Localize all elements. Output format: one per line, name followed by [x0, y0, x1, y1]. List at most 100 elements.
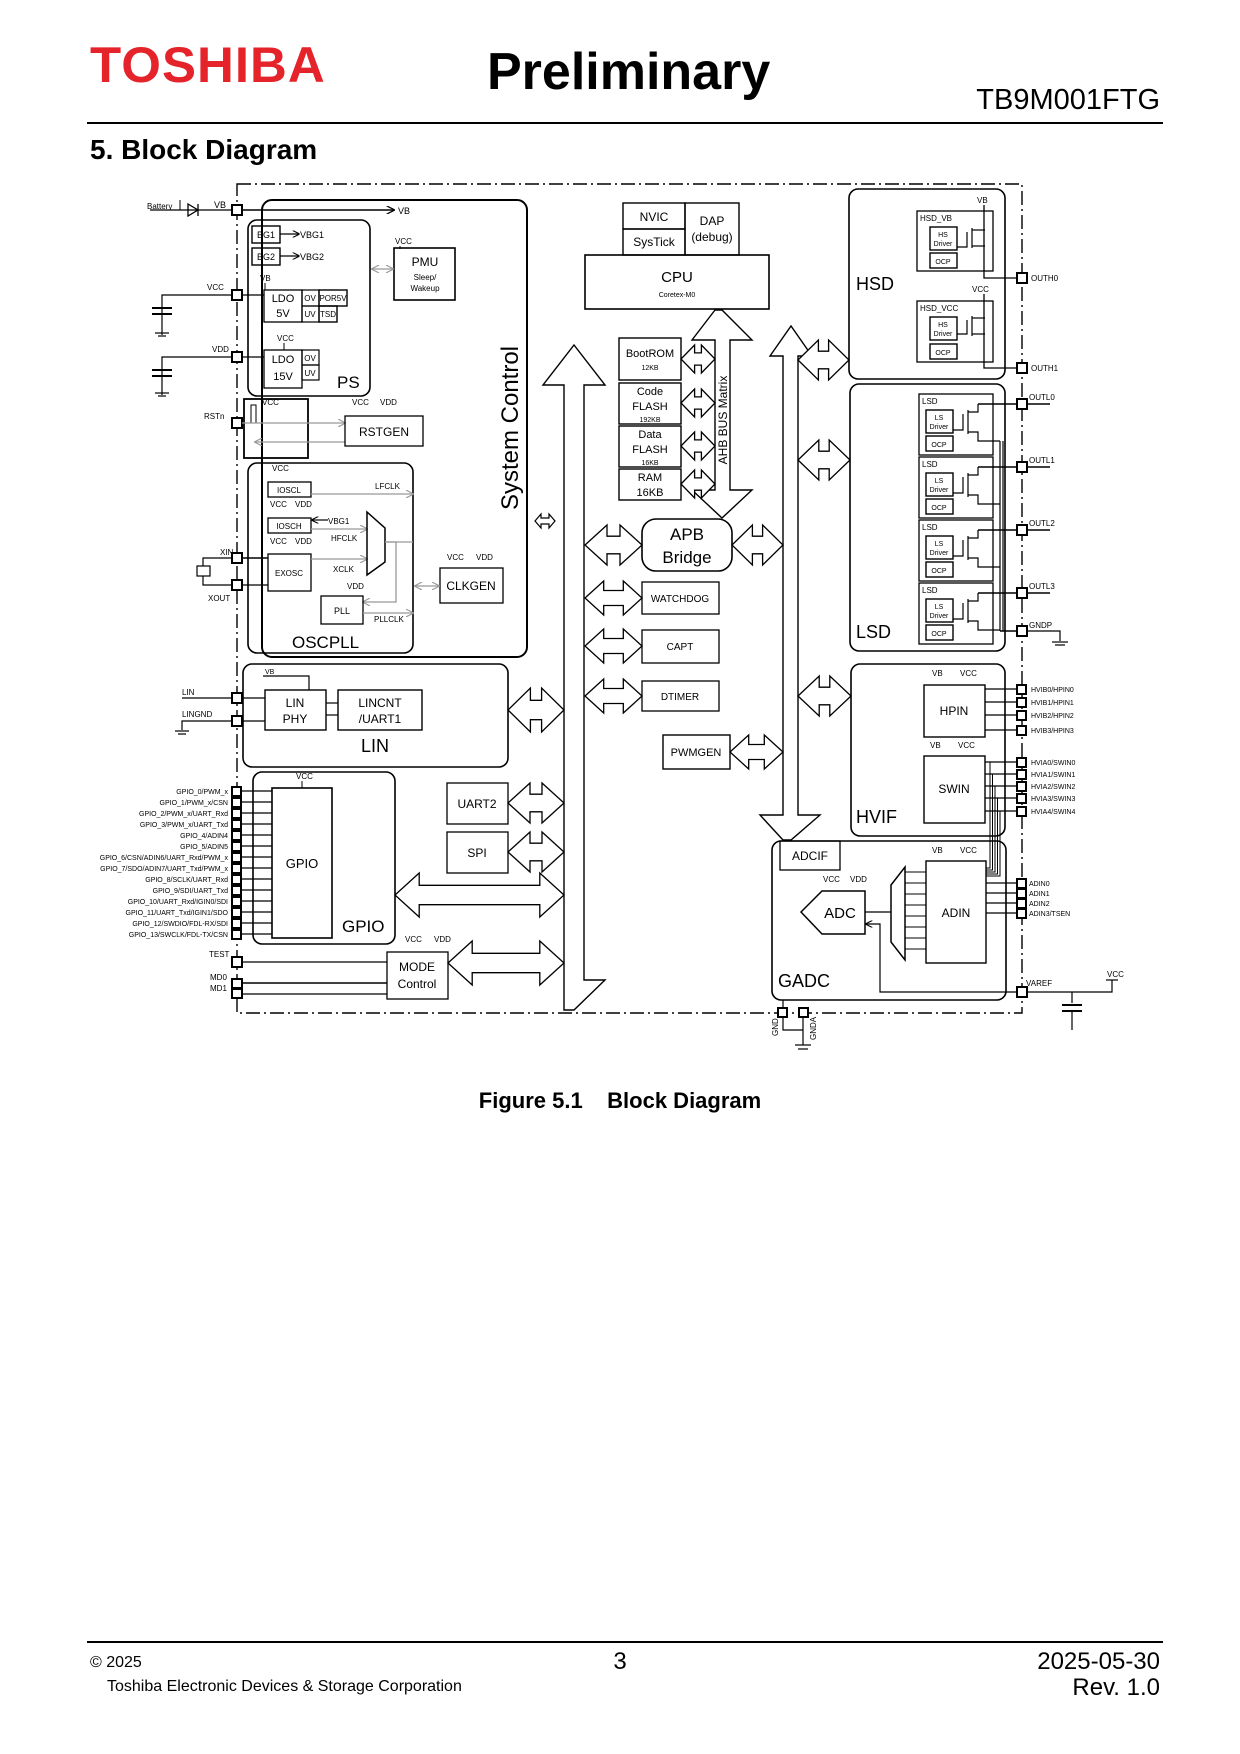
- apb-peripheral-arrow: [584, 579, 643, 617]
- lsd-block: LSD LSDLSDriverOCPLSDLSDriverOCPLSDLSDri…: [849, 383, 1022, 652]
- cpu-cluster: NVIC SysTick DAP (debug) CPU Coretex-M0: [584, 202, 770, 310]
- gpio-pin-label: GPIO_8/SCLK/UART_Rxd: [145, 877, 228, 884]
- figure-number: Figure 5.1: [478, 1088, 583, 1113]
- copyright: © 2025: [90, 1654, 142, 1671]
- swin-pad: [1016, 781, 1027, 792]
- lsd-label: LSD: [856, 622, 891, 642]
- dtimer-block: [641, 680, 720, 712]
- gpio-pin-label: GPIO_4/ADIN4: [180, 833, 228, 840]
- svg-text:XOUT: XOUT: [208, 594, 230, 603]
- svg-text:UART2: UART2: [457, 797, 496, 811]
- svg-text:VB: VB: [214, 200, 226, 210]
- section-title: 5. Block Diagram: [90, 134, 318, 165]
- svg-text:OCP: OCP: [931, 505, 947, 512]
- svg-text:SysTick: SysTick: [633, 235, 676, 249]
- adin-pad: [1016, 888, 1027, 899]
- oscpll-label: OSCPLL: [292, 633, 359, 652]
- outl-pad: [1016, 524, 1028, 536]
- swin-pad: [1016, 806, 1027, 817]
- outh0-pad: [1016, 272, 1028, 284]
- ahb-bus-arrow: [690, 309, 754, 519]
- svg-text:CAPT: CAPT: [667, 642, 694, 653]
- svg-text:Coretex-M0: Coretex-M0: [659, 292, 696, 299]
- svg-text:FLASH: FLASH: [632, 401, 668, 413]
- svg-text:LSD: LSD: [922, 397, 938, 406]
- mosfet-icon: [953, 477, 964, 494]
- gpio-label: GPIO: [342, 917, 385, 936]
- svg-text:192KB: 192KB: [639, 417, 660, 424]
- lsd-bus-arrow: [797, 438, 851, 482]
- svg-text:VDD: VDD: [347, 582, 364, 591]
- gpio-bus-arrow: [394, 871, 565, 919]
- gpio-pad: [231, 918, 242, 929]
- mosfet-icon: [953, 540, 964, 557]
- hpin-pad: [1016, 710, 1027, 721]
- memory-bus-arrow: [680, 387, 716, 419]
- ps-block: BG1 VBG1 BG2 VBG2 VB LDO 5V OV UV POR5V …: [247, 219, 371, 397]
- gpio-pad: [231, 808, 242, 819]
- svg-text:Driver: Driver: [930, 550, 949, 557]
- toshiba-logo: TOSHIBA: [90, 37, 326, 93]
- svg-text:12KB: 12KB: [641, 365, 658, 372]
- svg-text:PLLCLK: PLLCLK: [374, 615, 404, 624]
- svg-text:HSD_VB: HSD_VB: [920, 214, 952, 223]
- gpio-pad: [231, 786, 242, 797]
- svg-text:VDD: VDD: [380, 398, 397, 407]
- vcc-pad: [231, 289, 243, 301]
- gpio-block: VCC GPIO GPIO: [252, 771, 396, 945]
- hpin-pin-label: HVIB2/HPIN2: [1031, 713, 1074, 720]
- svg-text:VDD: VDD: [212, 345, 229, 354]
- gpio-pad: [231, 819, 242, 830]
- outl-pad: [1016, 398, 1028, 410]
- svg-text:/UART1: /UART1: [359, 712, 402, 726]
- lsd-channel: [918, 393, 994, 456]
- svg-text:HSD_VCC: HSD_VCC: [920, 304, 958, 313]
- swin-pin-label: HVIA4/SWIN4: [1031, 809, 1075, 816]
- svg-text:PMU: PMU: [412, 255, 439, 269]
- svg-text:LFCLK: LFCLK: [375, 482, 401, 491]
- part-number: TB9M001FTG: [976, 84, 1160, 116]
- svg-text:DAP: DAP: [700, 214, 725, 228]
- block-diagram: System Control Battery VB VB BG1 VBG1 BG…: [100, 183, 1124, 1050]
- svg-text:ADCIF: ADCIF: [792, 849, 828, 863]
- memory-blocks: BootROM 12KB Code FLASH 192KB Data FLASH…: [618, 337, 682, 501]
- svg-text:GNDP: GNDP: [1029, 621, 1052, 630]
- svg-text:Driver: Driver: [930, 613, 949, 620]
- pwmgen-arrow: [729, 733, 784, 771]
- apb-bridge: APB Bridge: [641, 518, 733, 572]
- svg-text:VB: VB: [265, 669, 275, 676]
- lin-bus-arrow: [507, 686, 565, 734]
- gpio-pin-label: GPIO_7/SDO/ADIN7/UART_Txd/PWM_x: [100, 866, 228, 873]
- swin-pad: [1016, 769, 1027, 780]
- svg-text:LIN: LIN: [182, 688, 195, 697]
- svg-text:Code: Code: [637, 386, 663, 398]
- apb-right-arrow: [731, 523, 784, 567]
- chip-boundary: [236, 183, 1023, 1014]
- svg-text:GNDA: GNDA: [809, 1016, 818, 1040]
- outl-label: OUTL1: [1029, 456, 1055, 465]
- svg-text:CPU: CPU: [661, 269, 693, 286]
- gpio-pin-label: GPIO_1/PWM_x/CSN: [160, 800, 228, 807]
- test-pad: [231, 956, 243, 968]
- svg-text:BG2: BG2: [257, 252, 275, 262]
- svg-text:16KB: 16KB: [637, 487, 664, 499]
- adin-pad: [1016, 878, 1027, 889]
- outl-pad: [1016, 461, 1028, 473]
- svg-text:MD1: MD1: [210, 984, 227, 993]
- apb-peripheral-arrow: [584, 677, 643, 715]
- gpio-pin-label: GPIO_5/ADIN5: [180, 844, 228, 851]
- outl-label: OUTL2: [1029, 519, 1055, 528]
- gpio-pin-label: GPIO_10/UART_Rxd/IGIN0/SDI: [128, 899, 228, 906]
- svg-text:GPIO: GPIO: [286, 856, 319, 871]
- vdd-pad: [231, 351, 243, 363]
- svg-text:OV: OV: [304, 354, 316, 363]
- memory-bus-arrow: [680, 430, 716, 462]
- lsd-channel: [918, 456, 994, 519]
- svg-text:VCC: VCC: [960, 846, 977, 855]
- svg-text:LS: LS: [935, 604, 944, 611]
- svg-text:APB: APB: [670, 525, 704, 544]
- watchdog-block: [641, 581, 720, 615]
- svg-text:HS: HS: [938, 232, 948, 239]
- mode-control-block: VCC VDD MODE Control: [386, 935, 451, 1000]
- svg-text:VDD: VDD: [295, 500, 312, 509]
